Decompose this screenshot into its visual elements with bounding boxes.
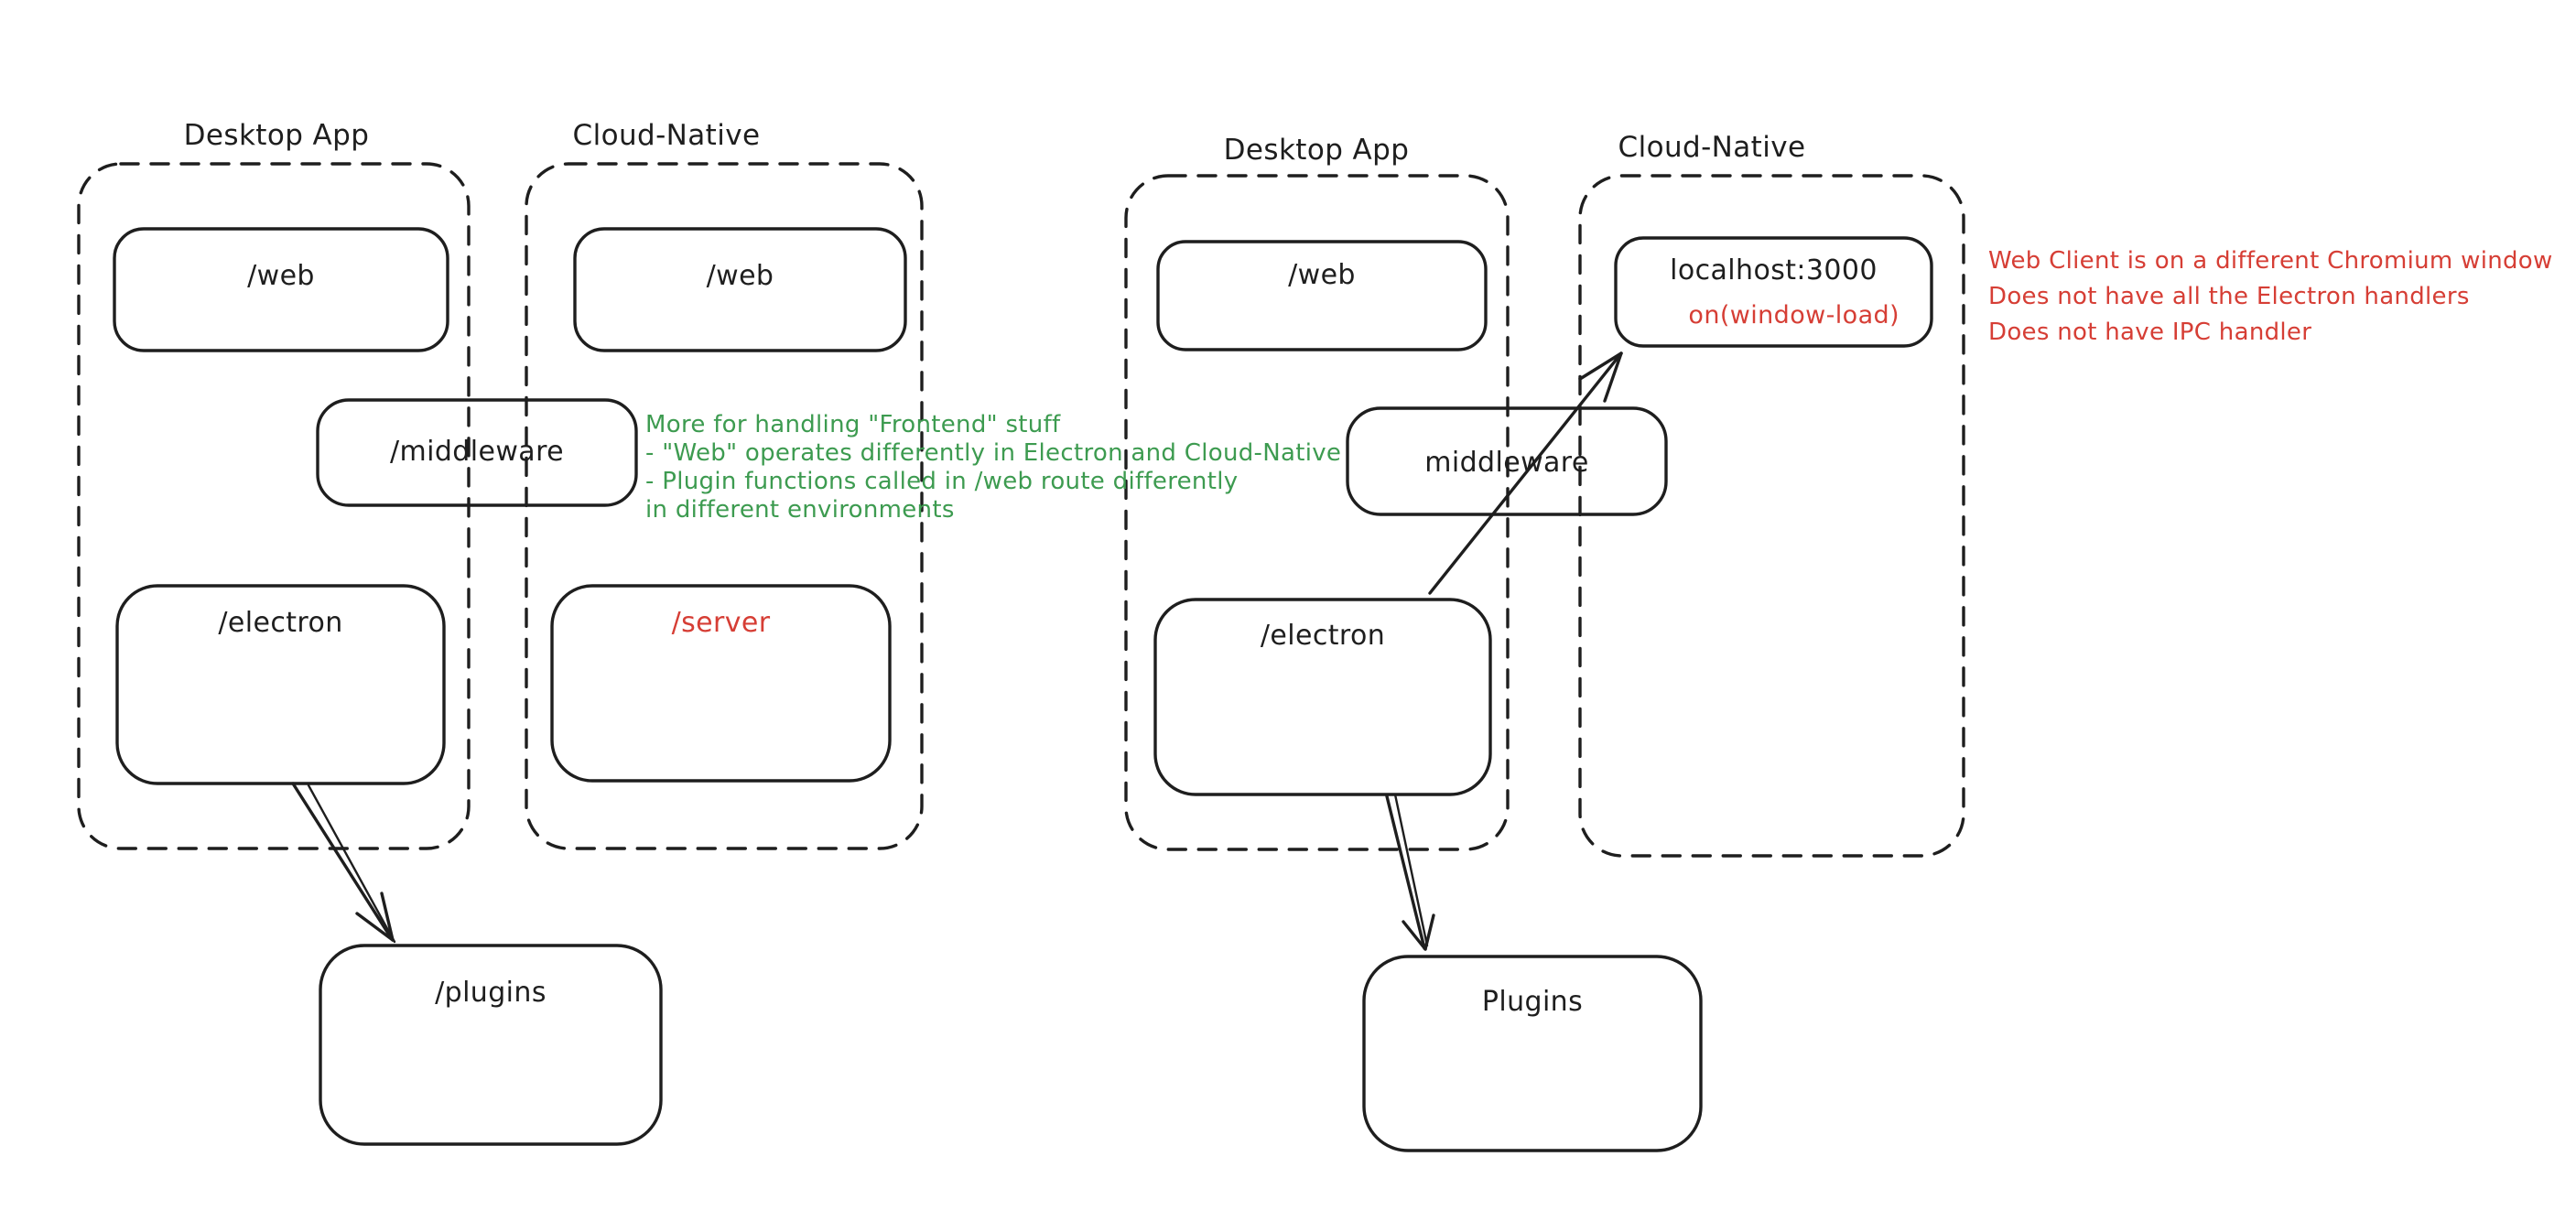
red-annotation-line: Does not have all the Electron handlers xyxy=(1988,283,2470,310)
box-label-middleware-left: /middleware xyxy=(390,436,564,468)
box-electron-left xyxy=(115,584,446,785)
box-label-web-desktop-right: /web xyxy=(1288,259,1356,291)
green-annotation: More for handling "Frontend" stuff - "We… xyxy=(645,411,1341,524)
box-plugins-right xyxy=(1362,955,1703,1152)
box-label-web-desktop-left: /web xyxy=(247,260,315,292)
box-plugins-left xyxy=(319,944,663,1146)
box-label-electron-left: /electron xyxy=(218,607,343,639)
box-web-desktop-left xyxy=(113,227,449,352)
green-annotation-line: - Plugin functions called in /web route … xyxy=(645,468,1239,495)
red-annotation-line: Web Client is on a different Chromium wi… xyxy=(1988,247,2553,275)
box-label-server-left: /server xyxy=(671,607,771,639)
box-label-plugins-right: Plugins xyxy=(1481,986,1584,1018)
box-label-plugins-left: /plugins xyxy=(435,977,547,1009)
group-label-cloud-native-left: Cloud-Native xyxy=(572,119,761,152)
box-label-web-cloud-left: /web xyxy=(706,260,774,292)
red-annotation-line: Does not have IPC handler xyxy=(1988,319,2312,346)
green-annotation-line: in different environments xyxy=(645,496,955,524)
container-desktop-app-right xyxy=(1124,174,1510,851)
group-label-desktop-app-right: Desktop App xyxy=(1223,134,1410,167)
box-server-left xyxy=(550,584,892,783)
group-label-desktop-app-left: Desktop App xyxy=(183,119,370,152)
green-annotation-line: More for handling "Frontend" stuff xyxy=(645,411,1061,438)
box-label-middleware-right: middleware xyxy=(1424,447,1589,479)
red-annotation: Web Client is on a different Chromium wi… xyxy=(1988,243,2553,351)
box-web-cloud-left xyxy=(573,227,907,352)
box-middleware-left xyxy=(316,398,638,507)
arrow-electron-to-plugins-right xyxy=(1385,793,1435,951)
box-localhost xyxy=(1614,236,1933,348)
arrow-electron-to-localhost xyxy=(1428,351,1623,595)
group-label-cloud-native-right: Cloud-Native xyxy=(1618,131,1806,164)
box-label-localhost-event: on(window-load) xyxy=(1688,301,1900,330)
box-electron-right xyxy=(1153,598,1492,796)
box-label-localhost: localhost:3000 xyxy=(1670,254,1878,286)
box-web-desktop-right xyxy=(1156,240,1488,351)
green-annotation-line: - "Web" operates differently in Electron… xyxy=(645,439,1342,467)
arrow-electron-to-plugins-left xyxy=(291,782,396,944)
box-label-electron-right: /electron xyxy=(1260,620,1386,652)
box-middleware-right xyxy=(1346,406,1668,516)
